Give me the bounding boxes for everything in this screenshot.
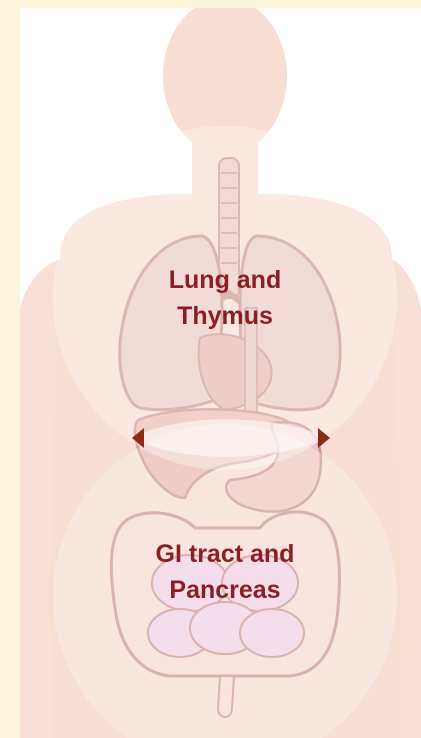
anatomy-illustration bbox=[20, 8, 421, 738]
thorax-region-label: Lung and Thymus bbox=[115, 262, 335, 334]
abdomen-label-line-1: GI tract and bbox=[115, 536, 335, 572]
abdomen-region-label: GI tract and Pancreas bbox=[115, 536, 335, 608]
anatomy-panel: Lung and Thymus GI tract and Pancreas bbox=[20, 8, 421, 738]
thorax-label-line-1: Lung and bbox=[115, 262, 335, 298]
abdomen-label-line-2: Pancreas bbox=[115, 572, 335, 608]
thorax-label-line-2: Thymus bbox=[115, 298, 335, 334]
